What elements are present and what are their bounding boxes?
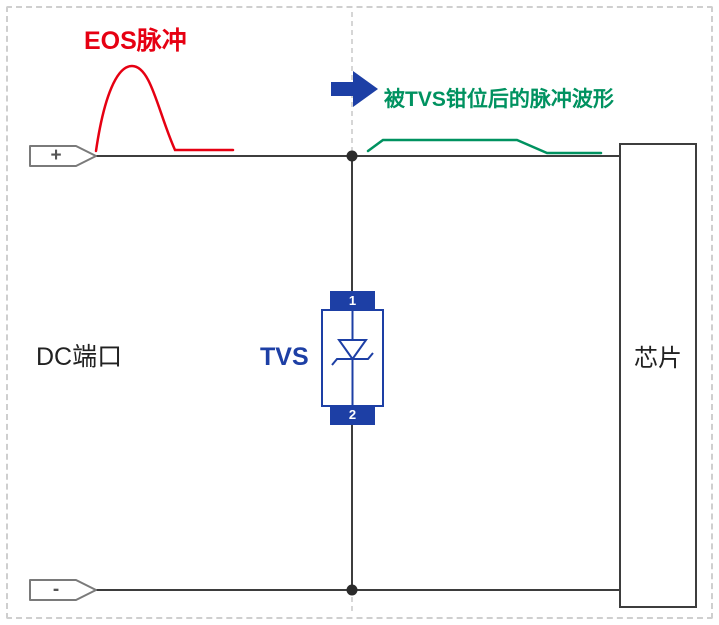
clamped-pulse-waveform — [366, 138, 603, 155]
bottom-junction-dot — [346, 584, 358, 596]
tvs-pin1-pad — [330, 291, 375, 311]
plus-terminal-shape — [29, 145, 97, 167]
tvs-diode-symbol — [331, 311, 374, 405]
minus-terminal-shape — [29, 579, 97, 601]
eos-pulse-waveform — [94, 64, 235, 153]
plus-terminal-label: + — [50, 145, 62, 166]
minus-terminal-label: - — [52, 579, 60, 600]
tvs-component — [321, 291, 384, 425]
top-junction-dot — [346, 150, 358, 162]
eos-pulse-label: EOS脉冲 — [84, 27, 187, 55]
dc-port-label: DC端口 — [36, 343, 123, 371]
chip-box — [619, 143, 697, 608]
chip-label: 芯片 — [634, 345, 682, 372]
clamped-pulse-label: 被TVS钳位后的脉冲波形 — [384, 88, 614, 111]
tvs-pin2-label: 2 — [348, 407, 357, 422]
tvs-pin2-pad — [330, 405, 375, 425]
arrow-right-icon — [331, 71, 378, 107]
tvs-pin1-label: 1 — [348, 293, 357, 308]
tvs-label: TVS — [260, 343, 309, 371]
